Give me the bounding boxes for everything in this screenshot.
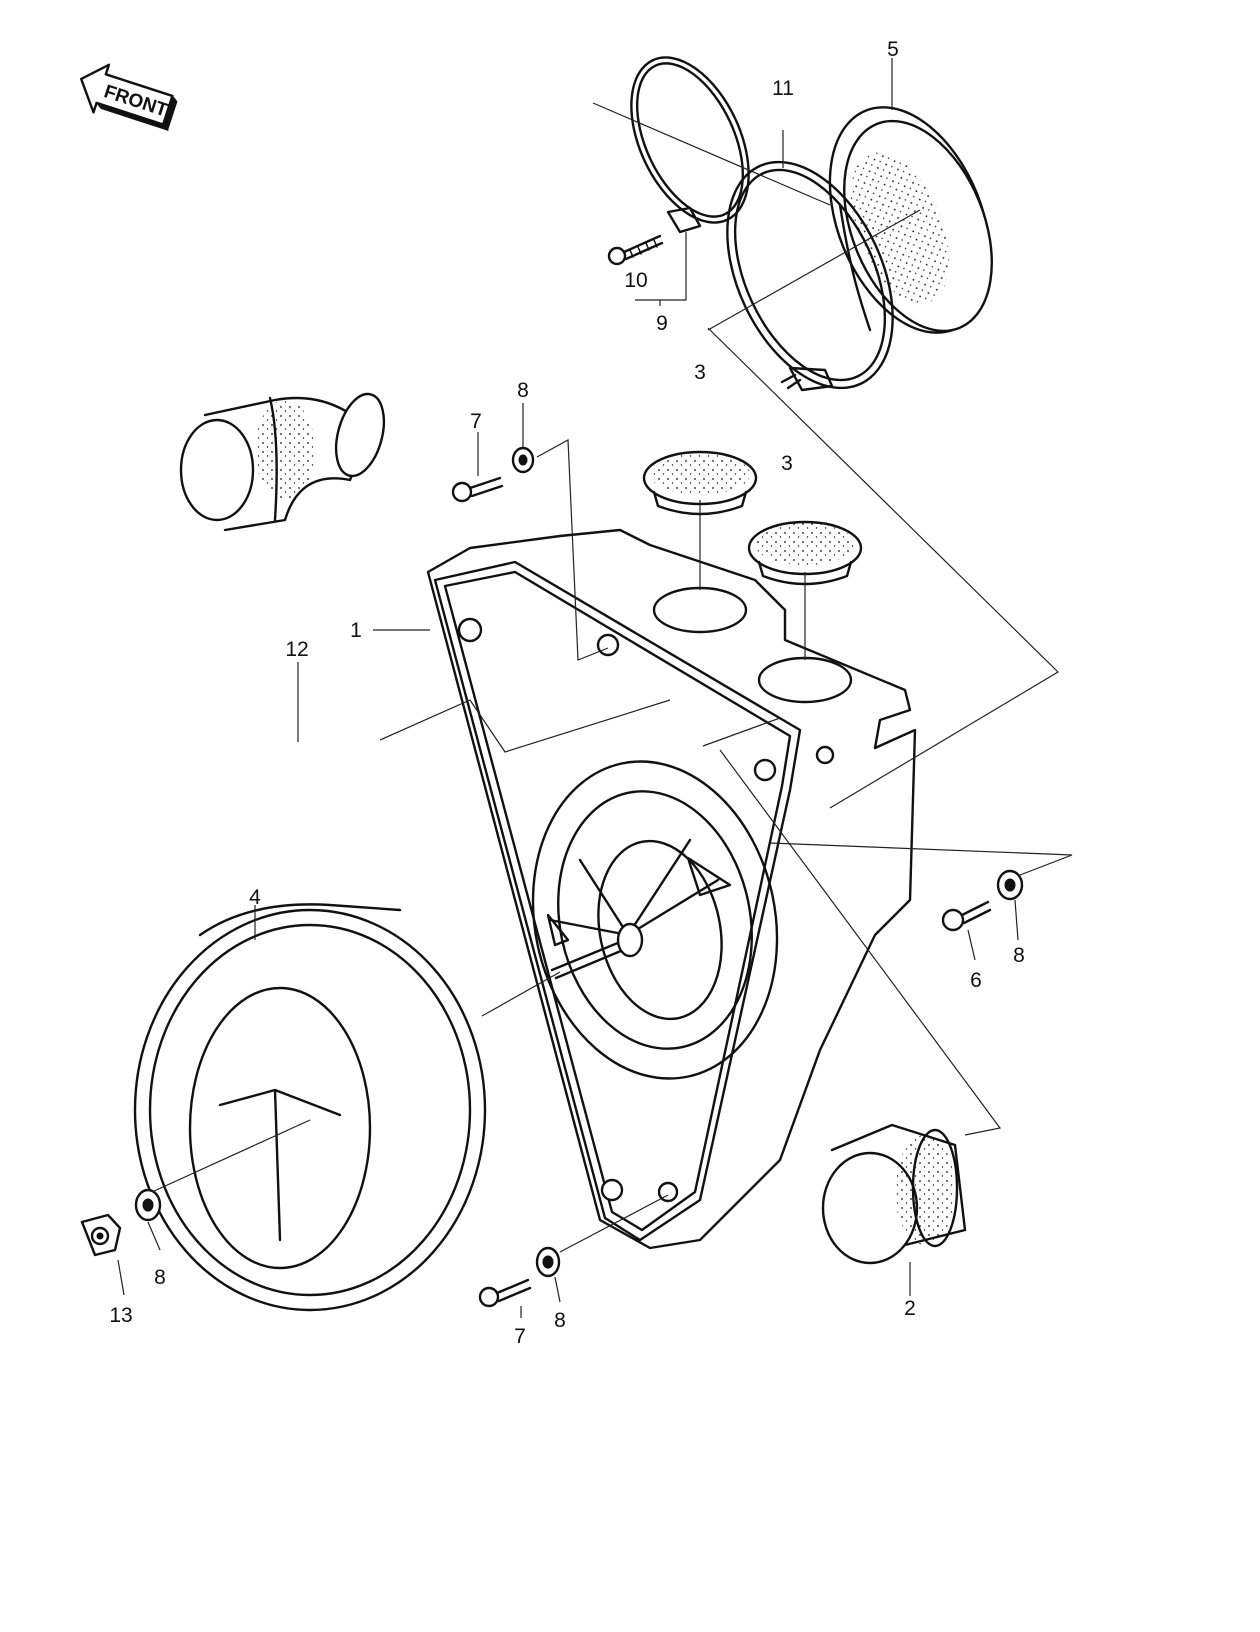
callout-9: 9 [656,312,668,335]
part-9-clamp [630,56,750,234]
callout-7a: 7 [470,410,482,433]
callout-10: 10 [624,269,647,292]
part-8-washer-upper [511,446,535,474]
callout-8a: 8 [517,379,529,402]
part-1-case [426,528,917,1250]
callout-8d: 8 [1013,944,1025,967]
part-3-cap-b [747,520,863,586]
callout-1: 1 [350,619,362,642]
callout-4: 4 [249,886,261,909]
callout-7b: 7 [514,1325,526,1348]
part-2-duct [821,1123,967,1265]
part-10-screw [607,234,664,266]
callout-12: 12 [285,638,308,661]
callout-11: 11 [772,77,794,100]
part-4-element [133,903,487,1312]
callout-3a: 3 [694,361,706,384]
part-11-clamp [726,160,894,392]
part-8-washer-bottom [535,1246,561,1278]
callout-3b: 3 [781,452,793,475]
leader-lines [117,58,1073,1318]
callout-8b: 8 [154,1266,166,1289]
callout-6: 6 [970,969,982,992]
front-arrow-icon: FRONT [80,63,178,132]
part-8-washer-left [134,1188,162,1222]
callout-2: 2 [904,1297,916,1320]
callout-5: 5 [887,38,899,61]
part-12-duct [179,392,386,532]
part-5-cover [828,106,993,334]
part-7-screw-upper [451,476,504,503]
callout-8c: 8 [554,1309,566,1332]
part-13-wing-nut [80,1213,122,1257]
part-8-washer-right [996,869,1024,901]
part-7-screw-lower [478,1278,532,1308]
part-6-screw [941,900,992,932]
callout-13: 13 [109,1304,132,1327]
